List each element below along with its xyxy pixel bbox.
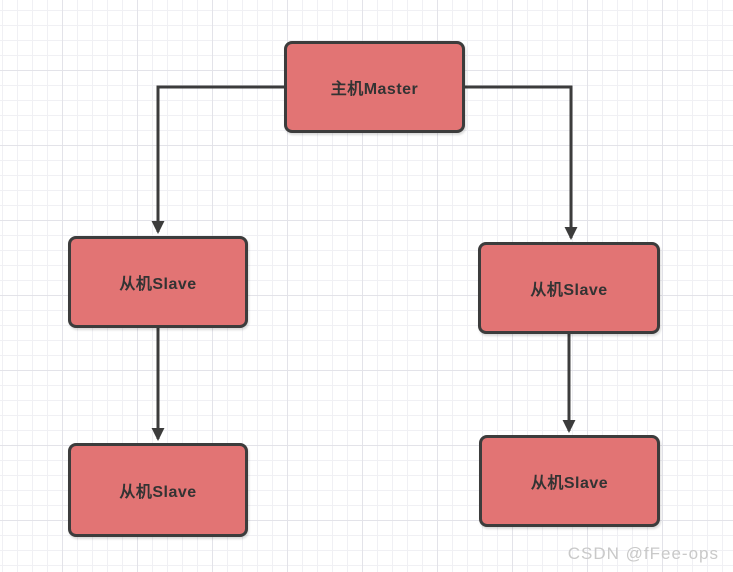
node-master-label: 主机Master xyxy=(330,81,419,98)
node-slave-bottom-right: 从机Slave xyxy=(479,435,660,527)
node-slave-mid-right-label: 从机Slave xyxy=(530,282,608,299)
csdn-watermark: CSDN @fFee-ops xyxy=(567,544,719,563)
node-slave-mid-left: 从机Slave xyxy=(68,236,248,328)
node-slave-bottom-left-label: 从机Slave xyxy=(119,484,197,501)
edge-master-to-slave-mid-right xyxy=(465,85,578,240)
edge-master-to-slave-mid-left xyxy=(151,85,284,234)
node-slave-bottom-right-label: 从机Slave xyxy=(530,475,609,492)
node-slave-bottom-left: 从机Slave xyxy=(68,443,248,537)
node-slave-mid-left-label: 从机Slave xyxy=(119,276,197,293)
node-master: 主机Master xyxy=(284,41,465,133)
node-slave-mid-right: 从机Slave xyxy=(478,242,660,334)
